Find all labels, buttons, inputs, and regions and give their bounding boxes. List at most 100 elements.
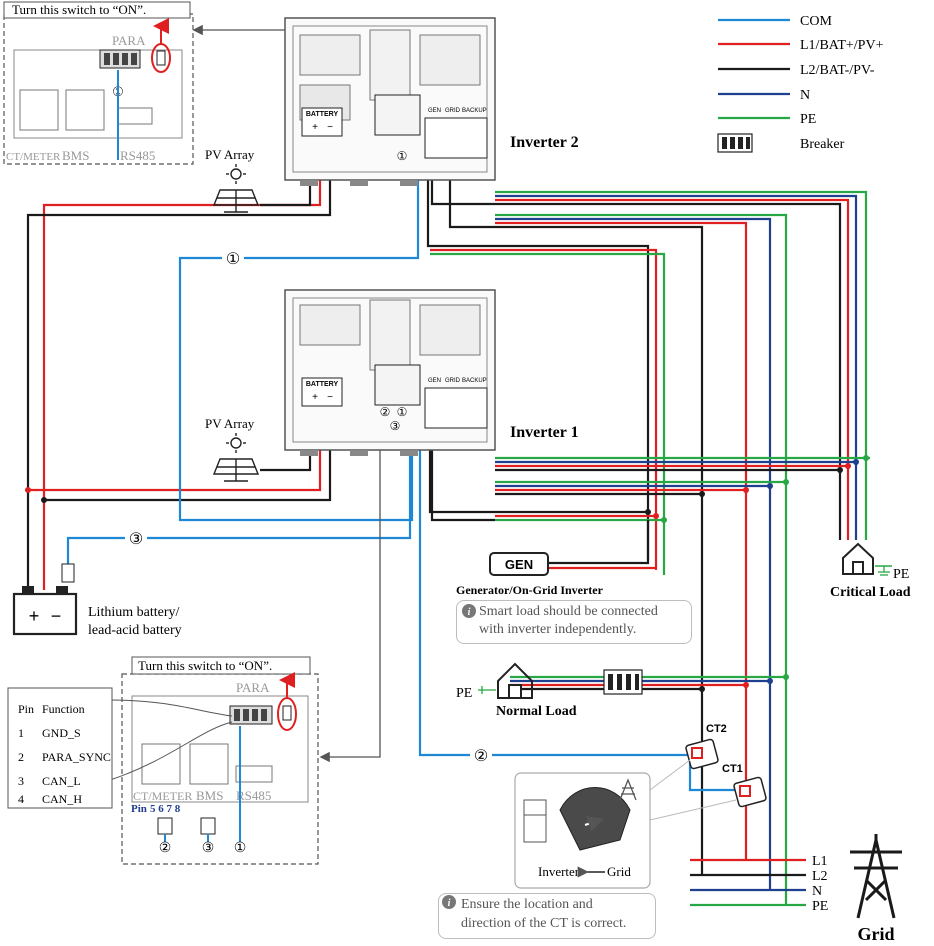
inverter-1-label: Inverter 1 bbox=[510, 424, 579, 441]
top-callout-title: Turn this switch to “ON”. bbox=[12, 2, 146, 17]
svg-text:−: − bbox=[327, 122, 333, 133]
ct-inset: Inverter Grid bbox=[514, 759, 737, 889]
gen-terminal-label: GEN bbox=[428, 378, 441, 384]
legend-l1-label: L1/BAT+/PV+ bbox=[800, 38, 884, 53]
legend-com-label: COM bbox=[800, 14, 832, 29]
para-label: PARA bbox=[112, 33, 146, 48]
pin-table: Pin Function 1 GND_S 2 PARA_SYNC 3 CAN_L… bbox=[7, 687, 113, 809]
ct2-label: CT2 bbox=[706, 723, 727, 735]
gen-terminal-label: GEN bbox=[428, 108, 441, 114]
ct1-label: CT1 bbox=[722, 763, 743, 775]
normal-pe-label: PE bbox=[456, 686, 472, 701]
generator: GEN bbox=[489, 552, 549, 576]
legend-n-label: N bbox=[800, 88, 810, 103]
ct-inset-inverter-label: Inverter bbox=[538, 864, 580, 879]
smart-load-note-line2: with inverter independently. bbox=[479, 622, 637, 637]
com-marker-2: ② bbox=[470, 745, 492, 765]
smart-load-note-line1: Smart load should be connected bbox=[479, 604, 658, 619]
bottom-callout: Turn this switch to “ON”. PARA CT/METER … bbox=[109, 656, 319, 865]
com-marker-3: ③ bbox=[125, 528, 147, 548]
para-label: PARA bbox=[236, 680, 270, 695]
legend-breaker-label: Breaker bbox=[800, 137, 845, 152]
junction-dots bbox=[25, 455, 869, 692]
pin-row-1-function: GND_S bbox=[42, 726, 81, 740]
marker-1: ① bbox=[397, 405, 408, 419]
pin-row-3-function: CAN_L bbox=[42, 774, 81, 788]
marker-3: ③ bbox=[390, 419, 401, 433]
ct-meter-label: CT/METER bbox=[6, 151, 61, 163]
breaker-icon bbox=[603, 669, 643, 695]
grid-n-label: N bbox=[812, 884, 822, 899]
svg-text:+: + bbox=[312, 122, 318, 133]
bms-label: BMS bbox=[62, 148, 89, 163]
ground-icon bbox=[478, 686, 496, 694]
grid-label: Grid bbox=[857, 924, 894, 944]
battery-label: BATTERY bbox=[306, 111, 339, 118]
legend: COM L1/BAT+/PV+ L2/BAT-/PV- N PE Breaker bbox=[717, 14, 884, 153]
svg-text:③: ③ bbox=[129, 531, 143, 548]
critical-load-label: Critical Load bbox=[830, 585, 911, 600]
inverter-1: BATTERY + − GEN GRID BACKUP ② ① ③ bbox=[284, 289, 496, 456]
generator-caption: Generator/On-Grid Inverter bbox=[456, 583, 604, 597]
pin-prefix: Pin bbox=[131, 803, 147, 815]
svg-text:①: ① bbox=[234, 841, 247, 856]
gen-badge: GEN bbox=[505, 557, 533, 572]
normal-load-label: Normal Load bbox=[496, 704, 577, 719]
svg-text:i: i bbox=[468, 607, 471, 618]
svg-text:①: ① bbox=[226, 251, 240, 268]
sun-icon bbox=[226, 164, 246, 184]
svg-text:+: + bbox=[312, 392, 318, 403]
battery-terminal-block: BATTERY + − bbox=[301, 377, 343, 407]
svg-text:+: + bbox=[29, 606, 40, 626]
grid-pe-label: PE bbox=[812, 899, 828, 914]
rj45-connector bbox=[99, 49, 141, 69]
battery-label-line1: Lithium battery/ bbox=[88, 605, 179, 620]
ct-meter-label: CT/METER bbox=[133, 789, 192, 803]
rs485-label: RS485 bbox=[120, 148, 155, 163]
house-icon bbox=[497, 662, 533, 699]
pv-array-2: PV Array bbox=[205, 147, 260, 213]
ct1-clamp: CT1 bbox=[722, 763, 767, 808]
ground-icon bbox=[878, 566, 890, 576]
legend-pe-label: PE bbox=[800, 112, 816, 127]
battery-label: BATTERY bbox=[306, 381, 339, 388]
svg-text:−: − bbox=[327, 392, 333, 403]
svg-text:i: i bbox=[448, 898, 451, 909]
critical-load: PE Critical Load bbox=[830, 542, 911, 600]
pin-row-4-pin: 4 bbox=[18, 792, 24, 806]
battery-icon: + − bbox=[12, 563, 78, 636]
pv-array-label: PV Array bbox=[205, 147, 255, 162]
pin-header: Pin bbox=[18, 702, 34, 716]
com-marker-1: ① bbox=[222, 248, 244, 268]
breaker-icon bbox=[717, 133, 753, 153]
function-header: Function bbox=[42, 702, 85, 716]
sun-icon bbox=[226, 433, 246, 453]
smart-load-note: Smart load should be connected with inve… bbox=[456, 600, 692, 644]
pin-row-3-pin: 3 bbox=[18, 774, 24, 788]
pin-row-2-function: PARA_SYNC bbox=[42, 750, 111, 764]
svg-text:③: ③ bbox=[202, 841, 215, 856]
ct-note-line2: direction of the CT is correct. bbox=[461, 916, 627, 931]
rs485-label: RS485 bbox=[236, 788, 271, 803]
pv-array-1: PV Array bbox=[205, 416, 260, 482]
top-callout: Turn this switch to “ON”. PARA ① CT/METE… bbox=[3, 1, 194, 165]
bms-label: BMS bbox=[196, 788, 223, 803]
pin-row-1-pin: 1 bbox=[18, 726, 24, 740]
bottom-callout-title: Turn this switch to “ON”. bbox=[138, 658, 272, 673]
info-icon: i bbox=[462, 604, 476, 618]
pin-numbers: 5 6 7 8 bbox=[150, 803, 181, 815]
normal-load: PE Normal Load bbox=[456, 662, 643, 719]
critical-pe-label: PE bbox=[893, 567, 909, 582]
marker-1: ① bbox=[397, 149, 408, 163]
pin-row-4-function: CAN_H bbox=[42, 792, 82, 806]
pylon-icon bbox=[850, 834, 902, 919]
pin-row-2-pin: 2 bbox=[18, 750, 24, 764]
marker-2: ② bbox=[380, 405, 391, 419]
grid-l2-label: L2 bbox=[812, 869, 828, 884]
house-icon bbox=[842, 542, 874, 575]
battery-label-line2: lead-acid battery bbox=[88, 623, 182, 638]
rj45-connector bbox=[229, 705, 273, 725]
ct2-clamp: CT2 bbox=[685, 723, 727, 770]
grid-terminal-label: GRID bbox=[445, 378, 461, 384]
battery-terminal-block: BATTERY + − bbox=[301, 107, 343, 137]
